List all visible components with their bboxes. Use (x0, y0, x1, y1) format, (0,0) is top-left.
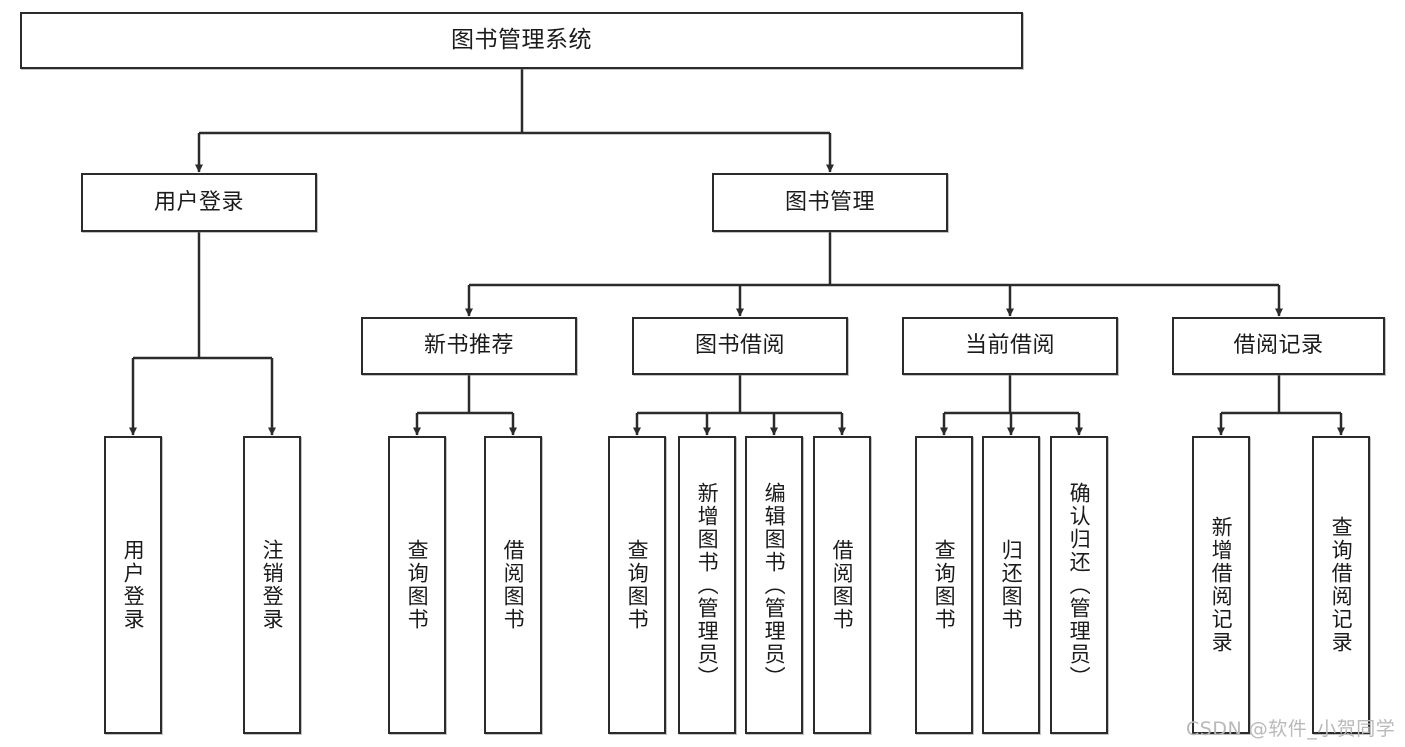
node-current-borrow[interactable]: 当前借阅 (902, 317, 1118, 375)
node-label: 新增图书（管理员） (695, 481, 720, 689)
node-label: 用户登录 (121, 539, 146, 631)
node-leaf-logout[interactable]: 注销登录 (243, 436, 301, 734)
node-label: 当前借阅 (964, 333, 1055, 359)
node-leaf-return-book[interactable]: 归还图书 (982, 436, 1040, 734)
node-leaf-add-record[interactable]: 新增借阅记录 (1192, 436, 1250, 734)
node-label: 图书管理系统 (451, 26, 592, 53)
node-label: 借阅图书 (501, 539, 526, 631)
node-root[interactable]: 图书管理系统 (20, 12, 1023, 69)
node-book-manage[interactable]: 图书管理 (712, 173, 948, 232)
node-label: 确认归还（管理员） (1067, 481, 1092, 689)
node-label: 新增借阅记录 (1209, 516, 1234, 654)
node-label: 查询图书 (625, 539, 650, 631)
node-leaf-query-book-3[interactable]: 查询图书 (915, 436, 973, 734)
node-leaf-add-book[interactable]: 新增图书（管理员） (678, 436, 736, 734)
node-leaf-borrow-book-2[interactable]: 借阅图书 (813, 436, 871, 734)
node-label: 查询图书 (405, 539, 430, 631)
node-label: 查询图书 (932, 539, 957, 631)
node-leaf-confirm-return[interactable]: 确认归还（管理员） (1050, 436, 1108, 734)
node-book-borrow[interactable]: 图书借阅 (632, 317, 848, 375)
node-leaf-query-record[interactable]: 查询借阅记录 (1312, 436, 1370, 734)
node-borrow-record[interactable]: 借阅记录 (1172, 317, 1385, 375)
node-label: 注销登录 (260, 539, 285, 631)
node-label: 借阅记录 (1233, 333, 1324, 359)
node-leaf-borrow-book-1[interactable]: 借阅图书 (484, 436, 542, 734)
node-leaf-edit-book[interactable]: 编辑图书（管理员） (745, 436, 803, 734)
csdn-watermark: CSDN @软件_小贺同学 (1186, 718, 1396, 740)
node-label: 查询借阅记录 (1329, 516, 1354, 654)
node-label: 新书推荐 (423, 333, 514, 359)
node-label: 编辑图书（管理员） (762, 481, 787, 689)
node-label: 图书管理 (784, 189, 875, 215)
node-leaf-query-book-2[interactable]: 查询图书 (608, 436, 666, 734)
node-label: 借阅图书 (830, 539, 855, 631)
node-leaf-query-book-1[interactable]: 查询图书 (388, 436, 446, 734)
node-label: 归还图书 (999, 539, 1024, 631)
node-user-login[interactable]: 用户登录 (81, 173, 317, 232)
node-label: 图书借阅 (694, 333, 785, 359)
node-new-book-rec[interactable]: 新书推荐 (361, 317, 577, 375)
node-leaf-user-login[interactable]: 用户登录 (104, 436, 162, 734)
node-label: 用户登录 (153, 189, 244, 215)
